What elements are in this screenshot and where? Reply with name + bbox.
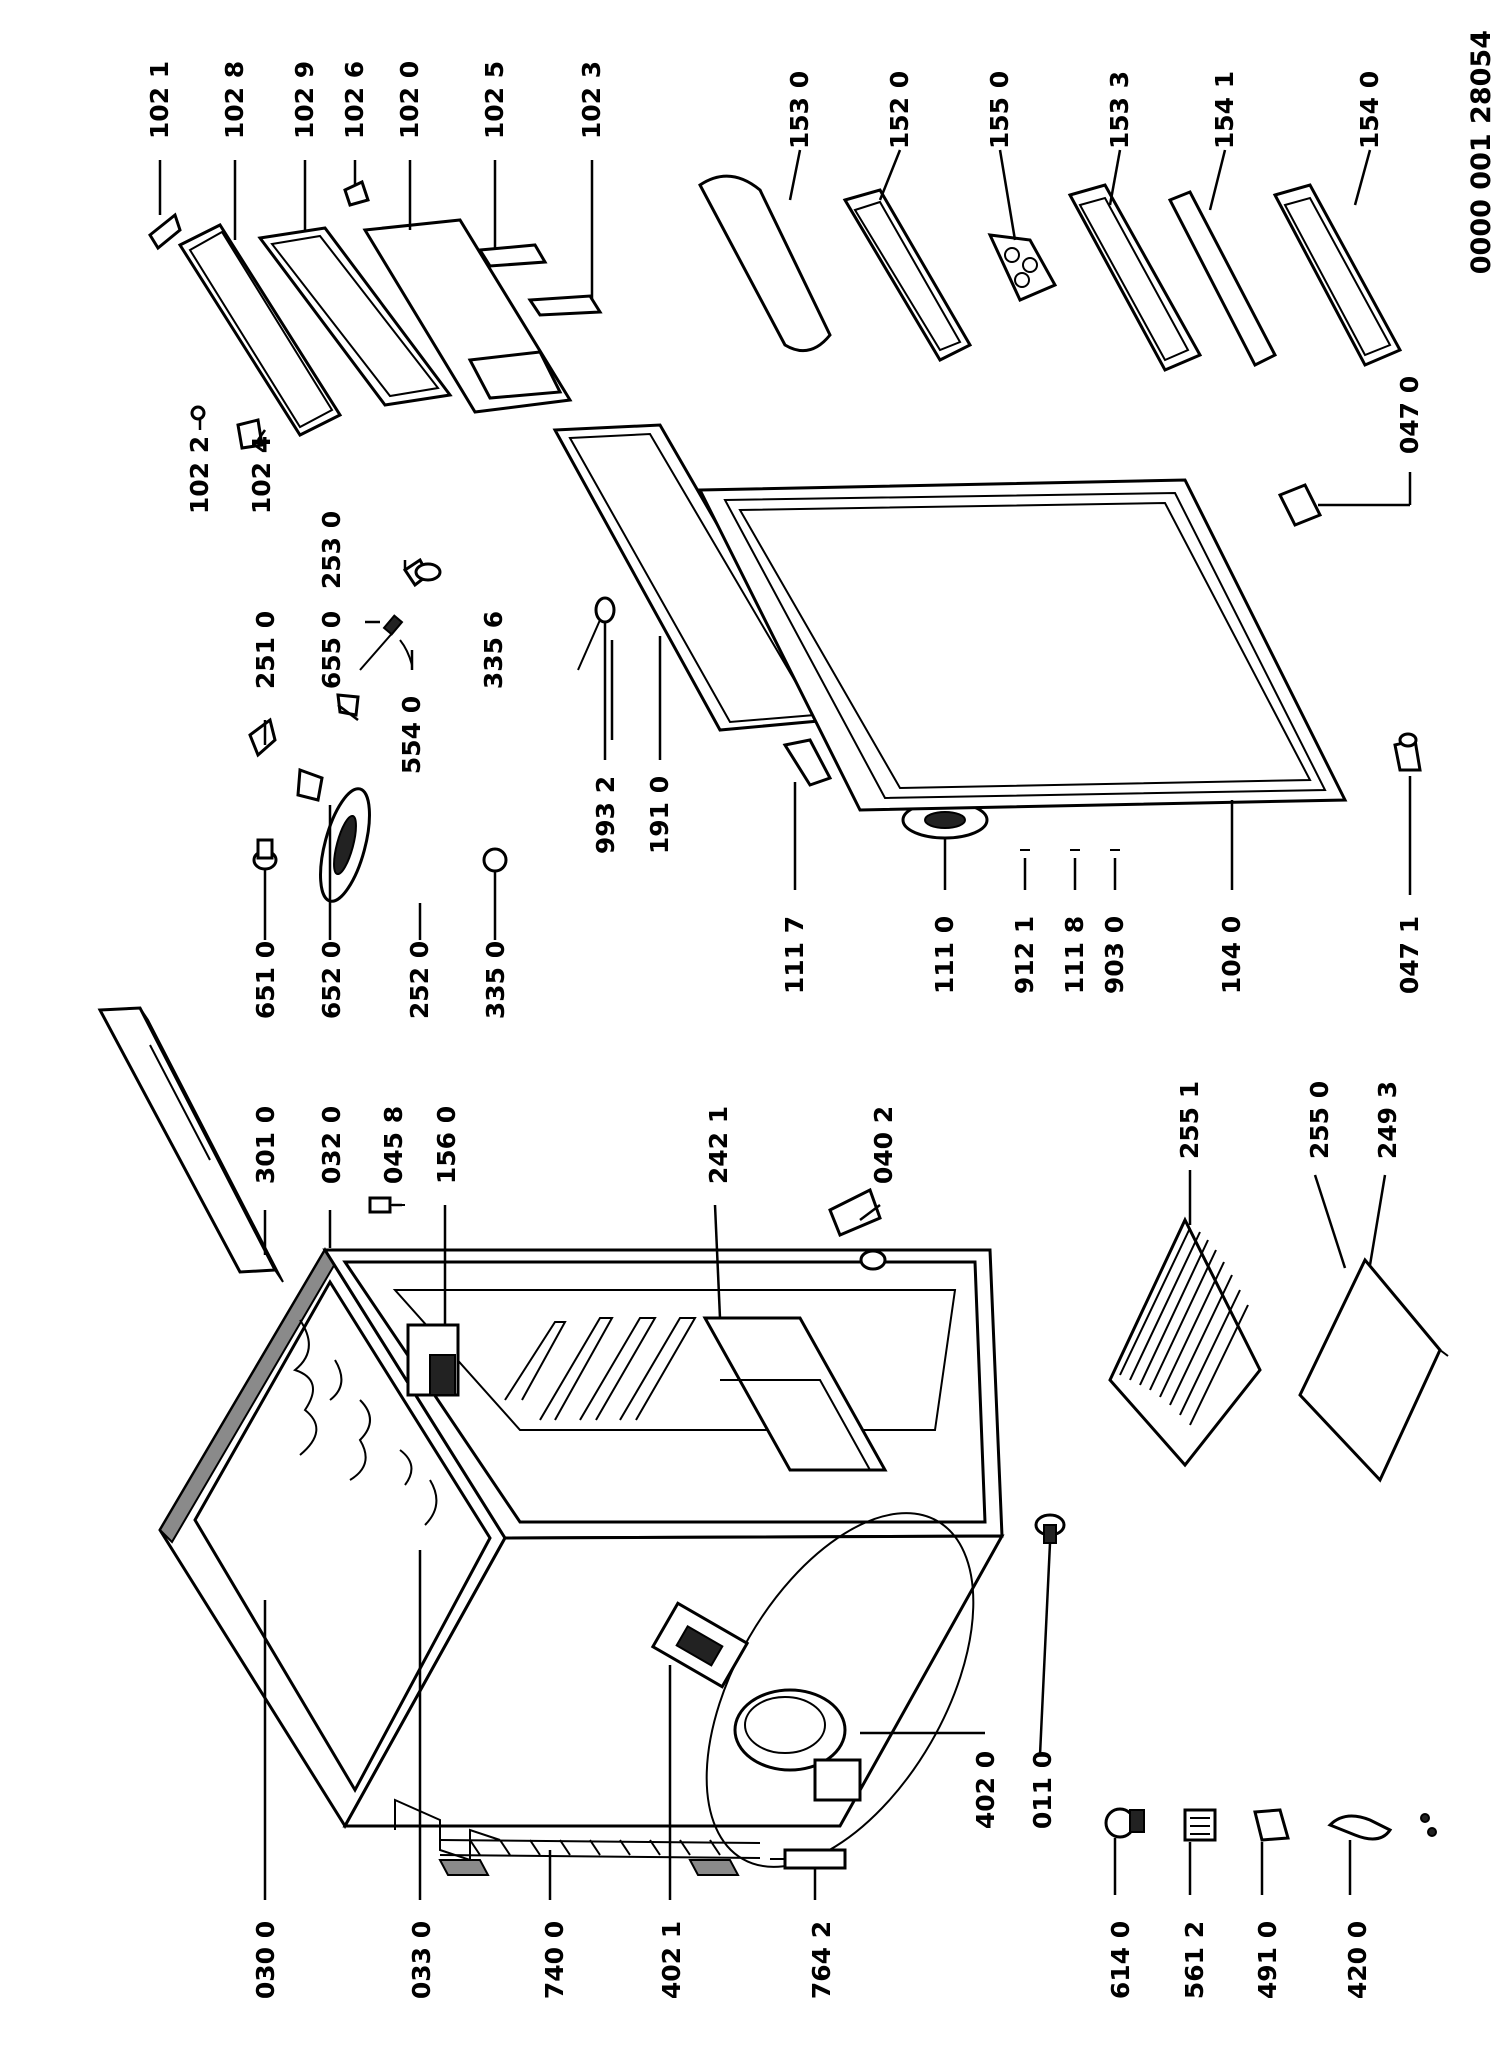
label-9932: 993 2	[591, 776, 620, 854]
label-1110: 111 0	[930, 916, 959, 994]
label-1117: 111 7	[780, 916, 809, 994]
label-1118: 111 8	[1060, 916, 1089, 994]
label-1540: 154 0	[1355, 71, 1384, 149]
label-7400: 740 0	[540, 1921, 569, 1999]
label-2421: 242 1	[704, 1106, 733, 1184]
label-1025: 102 5	[480, 61, 509, 139]
label-1026: 102 6	[340, 61, 369, 139]
label-0300: 030 0	[251, 1921, 280, 1999]
label-9121: 912 1	[1010, 916, 1039, 994]
label-1560: 156 0	[432, 1106, 461, 1184]
label-1029: 102 9	[290, 61, 319, 139]
label-3010: 301 0	[251, 1106, 280, 1184]
label-3356: 335 6	[479, 611, 508, 689]
spare-parts-legend	[1104, 1807, 1437, 1842]
label-7642: 764 2	[807, 1921, 836, 1999]
label-0330: 033 0	[407, 1921, 436, 1999]
label-2550: 255 0	[1305, 1081, 1334, 1159]
label-3350: 335 0	[481, 941, 510, 1019]
label-2530: 253 0	[317, 511, 346, 589]
document-number: 0000 001 28054	[1466, 30, 1497, 274]
hinge	[828, 1187, 887, 1271]
label-0402: 040 2	[869, 1106, 898, 1184]
label-9030: 903 0	[1100, 916, 1129, 994]
label-1520: 152 0	[885, 71, 914, 149]
label-2520: 252 0	[405, 941, 434, 1019]
door-shelves	[698, 174, 1403, 372]
small-components	[248, 557, 508, 903]
fridge-door	[697, 478, 1348, 812]
label-5540: 554 0	[397, 696, 426, 774]
wire-shelf	[1108, 1216, 1262, 1468]
leader-lines	[158, 149, 1412, 1900]
label-4200: 420 0	[1343, 1921, 1372, 1999]
label-5612: 561 2	[1180, 1921, 1209, 1999]
label-1541: 154 1	[1210, 71, 1239, 149]
label-1022: 102 2	[185, 436, 214, 514]
label-1024: 102 4	[247, 436, 276, 514]
label-1533: 153 3	[1105, 71, 1134, 149]
label-1021: 102 1	[145, 61, 174, 139]
label-0320: 032 0	[317, 1106, 346, 1184]
label-6520: 652 0	[317, 941, 346, 1019]
label-0110: 011 0	[1028, 1751, 1057, 1829]
label-1550: 155 0	[985, 71, 1014, 149]
label-2551: 255 1	[1175, 1081, 1204, 1159]
label-1023: 102 3	[577, 61, 606, 139]
label-0471: 047 1	[1395, 916, 1424, 994]
label-1040: 104 0	[1217, 916, 1246, 994]
part-number-labels: 030 0 033 0 740 0 402 1 764 2 614 0 561 …	[145, 61, 1424, 1999]
glass-shelf	[1298, 1257, 1449, 1483]
label-1910: 191 0	[645, 776, 674, 854]
label-1028: 102 8	[220, 61, 249, 139]
label-4910: 491 0	[1253, 1921, 1282, 1999]
freezer-compartment-flap	[148, 179, 603, 450]
label-6510: 651 0	[251, 941, 280, 1019]
label-0470: 047 0	[1395, 376, 1424, 454]
label-4020: 402 0	[971, 1751, 1000, 1829]
label-0458: 045 8	[379, 1106, 408, 1184]
label-1020: 102 0	[395, 61, 424, 139]
label-6140: 614 0	[1106, 1921, 1135, 1999]
label-1530: 153 0	[785, 71, 814, 149]
label-2510: 251 0	[251, 611, 280, 689]
door-hardware	[577, 483, 1422, 851]
fridge-cabinet	[158, 1247, 1066, 1876]
label-6550: 655 0	[317, 611, 346, 689]
label-4021: 402 1	[657, 1921, 686, 1999]
cover-strip	[97, 1006, 284, 1283]
label-2493: 249 3	[1373, 1081, 1402, 1159]
